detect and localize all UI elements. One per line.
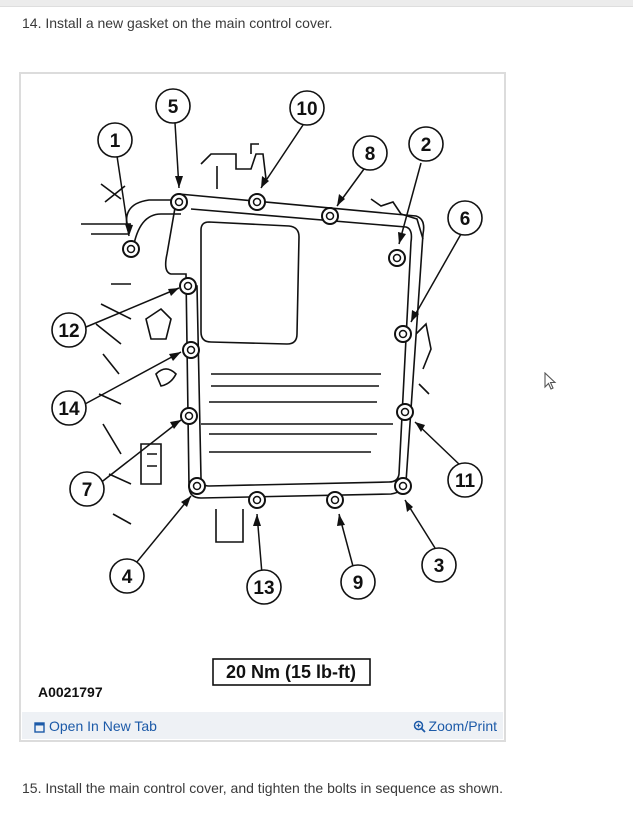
leader-lines [84, 122, 462, 575]
callout-13: 13 [253, 578, 274, 599]
open-in-new-tab-icon [34, 722, 45, 733]
callout-1: 1 [110, 131, 121, 152]
figure-frame: 1 2 3 4 5 6 7 8 9 10 11 12 13 14 20 Nm (… [19, 72, 506, 742]
callout-12: 12 [58, 321, 79, 342]
callout-11: 11 [455, 471, 476, 492]
leader-arrowheads [125, 176, 425, 526]
step-15-text: 15. Install the main control cover, and … [22, 780, 503, 796]
callout-10: 10 [296, 99, 317, 120]
zoom-print-link[interactable]: Zoom/Print [413, 718, 497, 734]
open-in-new-tab-link[interactable]: Open In New Tab [34, 718, 157, 734]
callout-6: 6 [460, 209, 471, 230]
figure-id-code: A0021797 [38, 684, 103, 700]
control-cover-diagram: 1 2 3 4 5 6 7 8 9 10 11 12 13 14 20 Nm (… [38, 88, 483, 700]
callout-5: 5 [168, 97, 179, 118]
callout-4: 4 [122, 567, 133, 588]
zoom-print-label: Zoom/Print [428, 718, 497, 734]
mouse-cursor-icon [544, 372, 557, 390]
callout-2: 2 [421, 135, 432, 156]
callout-circles [51, 88, 483, 605]
callout-7: 7 [82, 480, 93, 501]
figure-toolbar: Open In New Tab Zoom/Print [22, 712, 503, 739]
callout-14: 14 [58, 399, 80, 420]
top-bar [0, 0, 633, 7]
bolt-markers [122, 193, 414, 509]
callout-labels: 1 2 3 4 5 6 7 8 9 10 11 12 13 14 [58, 97, 475, 599]
open-in-new-tab-label: Open In New Tab [49, 718, 157, 734]
step-14-text: 14. Install a new gasket on the main con… [22, 15, 333, 31]
callout-3: 3 [434, 556, 445, 577]
callout-9: 9 [353, 573, 364, 594]
torque-spec-box [212, 658, 371, 686]
callout-8: 8 [365, 144, 376, 165]
torque-spec: 20 Nm (15 lb-ft) [226, 662, 356, 682]
zoom-icon [413, 720, 426, 733]
